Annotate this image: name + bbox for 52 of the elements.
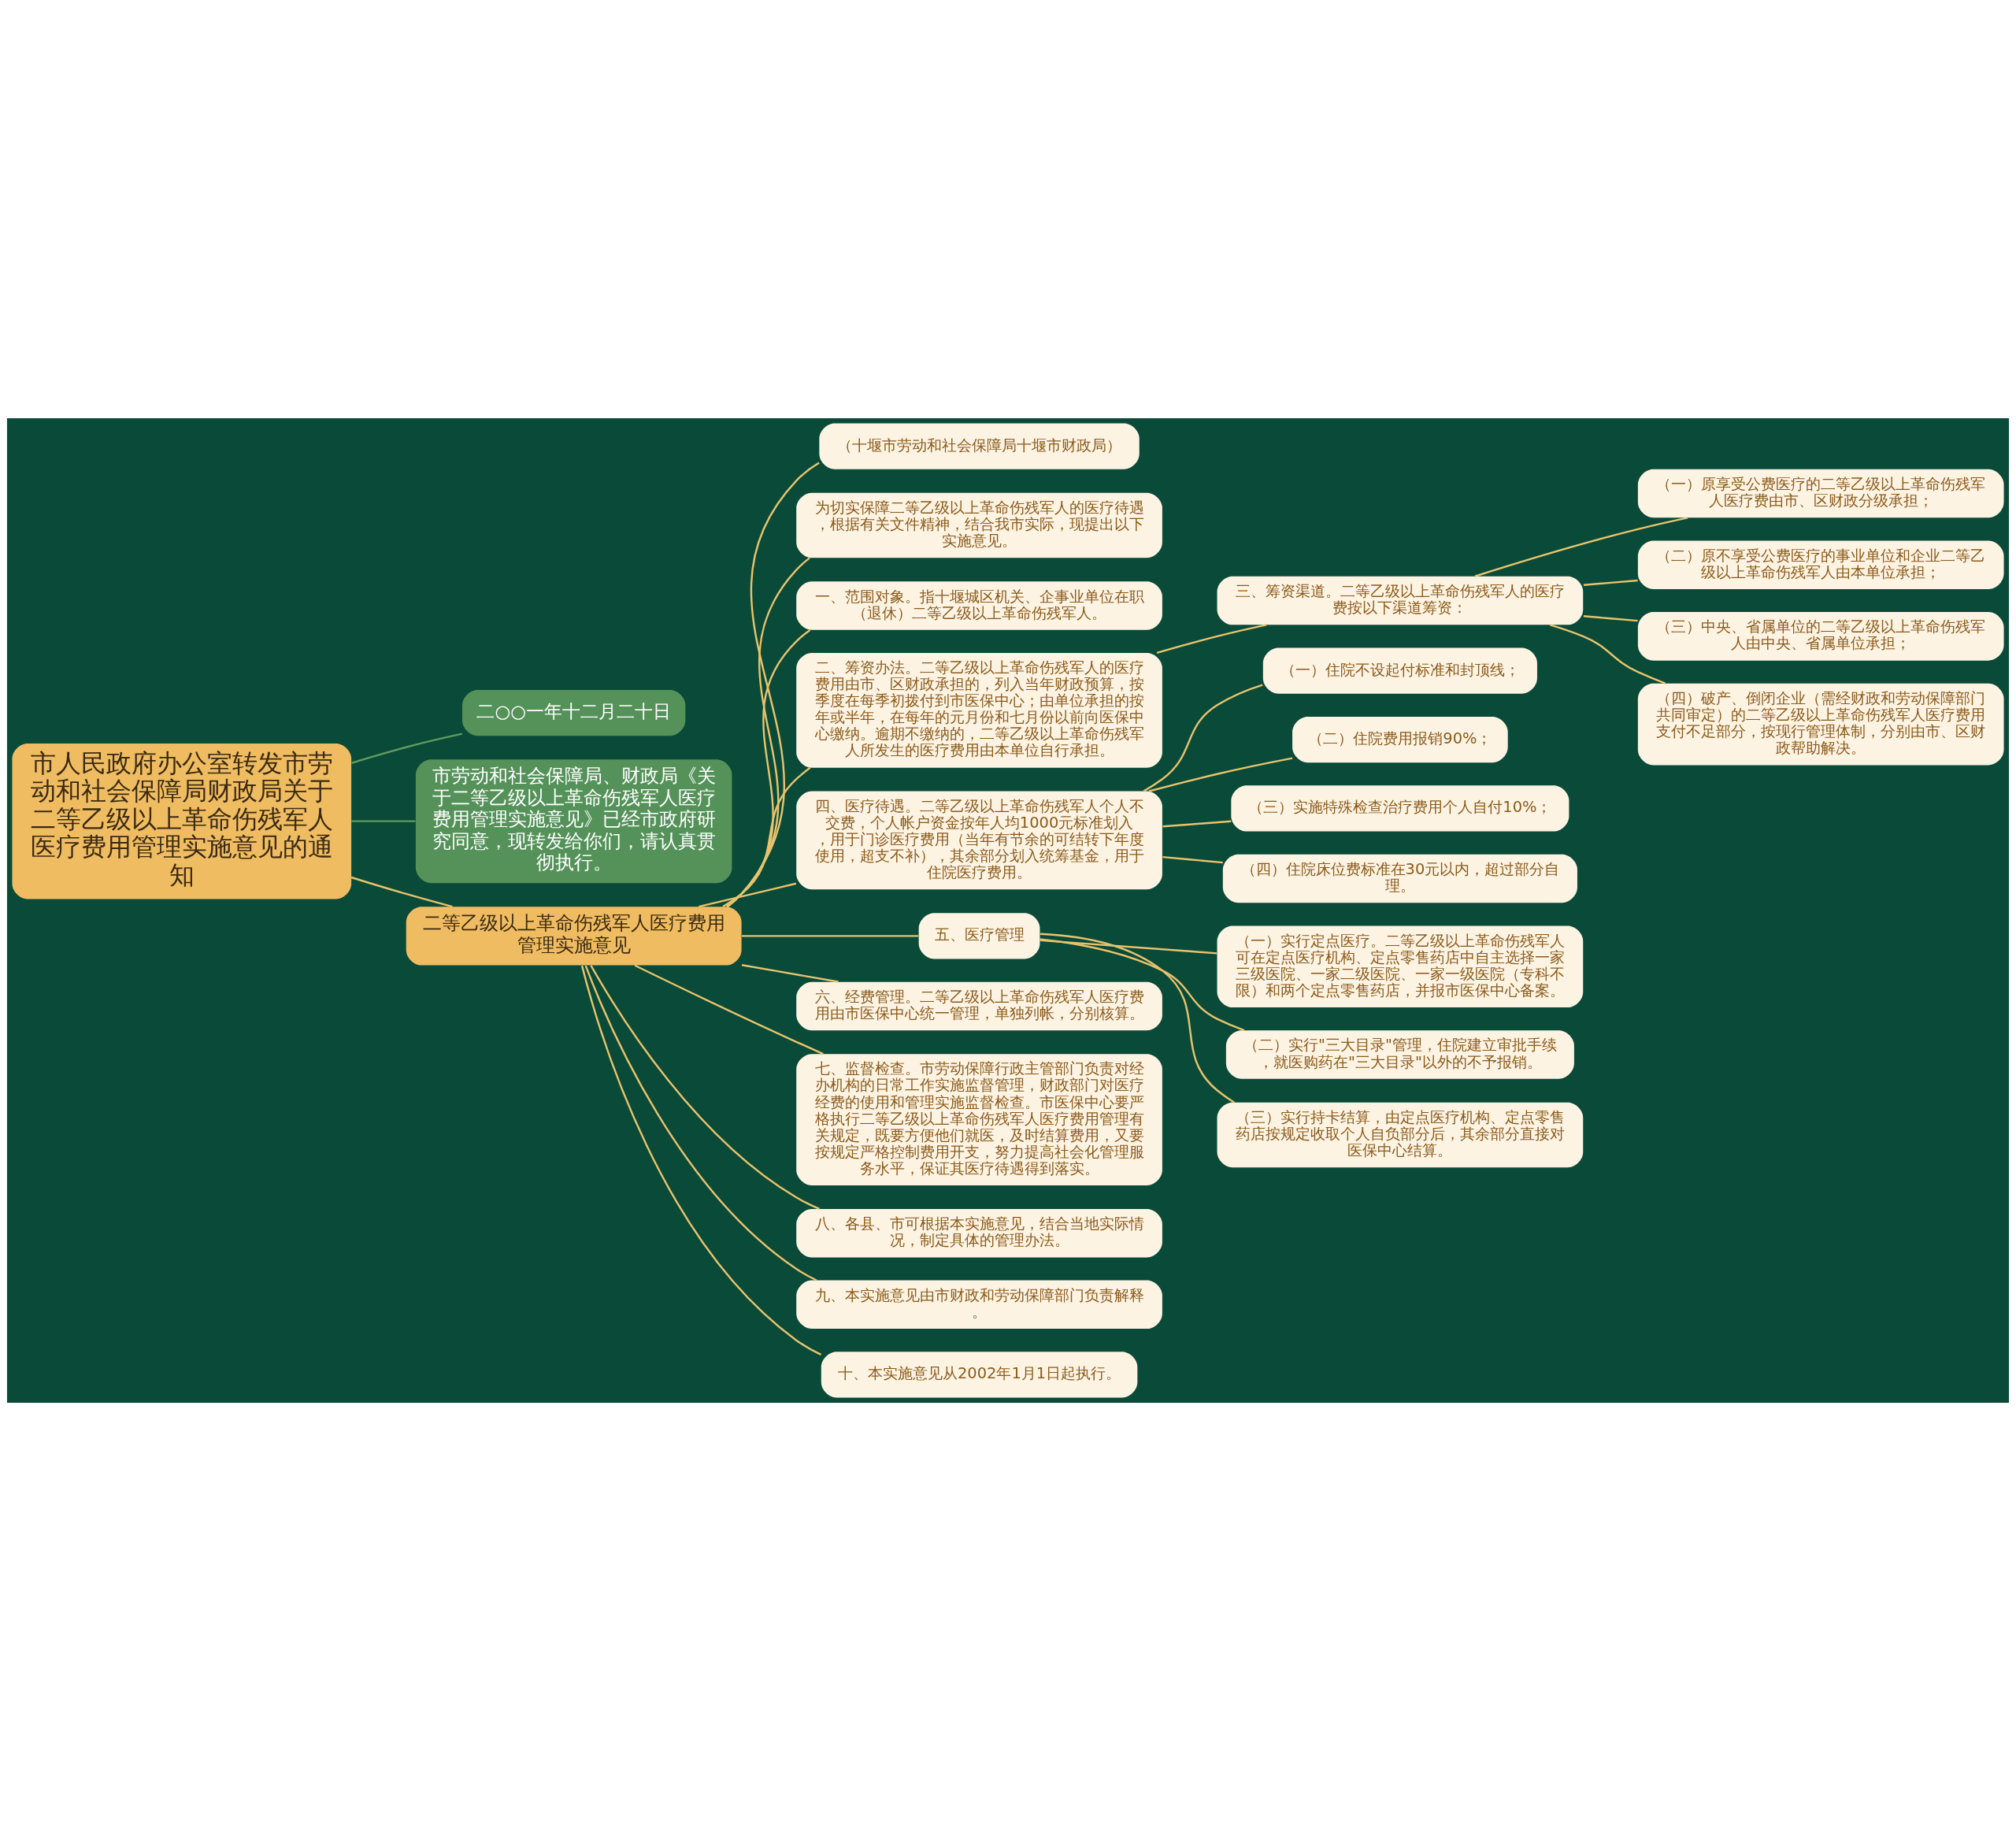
connector (726, 557, 810, 908)
node-box: （一）实行定点医疗。二等乙级以上革命伤残军人可在定点医疗机构、定点零售药店中自主选择一家三级医院、一家二级医院、一家一级医院（专科不限）和两个定点零售药店，并报市医保中心备案。 (1217, 925, 1584, 1008)
connector (351, 820, 416, 822)
node-box: （四）破产、倒闭企业（需经财政和劳动保障部门共同审定）的二等乙级以上革命伤残军人医疗费用支付不足部分，按现行管理体制，分别由市、区财政帮助解决。 (1637, 683, 2004, 766)
connector (1162, 820, 1232, 828)
node-box: 十、本实施意见从2002年1月1日起执行。 (821, 1352, 1138, 1398)
connector (1156, 624, 1267, 654)
node-box: （三）中央、省属单位的二等乙级以上革命伤残军人由中央、省属单位承担； (1637, 612, 2004, 661)
connector (1549, 624, 1666, 684)
node-box: 五、医疗管理 (918, 913, 1040, 959)
connector (722, 766, 811, 908)
node-box: 二○○一年十二月二十日 (462, 689, 686, 736)
connector (699, 882, 797, 908)
connector (590, 965, 821, 1210)
node-box: 一、范围对象。指十堰城区机关、企事业单位在职（退休）二等乙级以上革命伤残军人。 (796, 581, 1162, 630)
node-box: 为切实保障二等乙级以上革命伤残军人的医疗待遇，根据有关文件精神，结合我市实际，现提出以下实施意见。 (796, 492, 1162, 558)
node-box: 九、本实施意见由市财政和劳动保障部门负责解释。 (796, 1280, 1162, 1330)
connector (580, 965, 822, 1356)
node-box: （二）住院费用报销90%； (1292, 716, 1508, 763)
connector (742, 935, 919, 937)
node-box: 七、监督检查。市劳动保障行政主管部门负责对经办机构的日常工作实施监督管理，财政部门对医疗经费的使用和管理实施监督检查。市医保中心要严格执行二等乙级以上革命伤残军人医疗费用管理有关规定，既要方便他们就医，及时结算费用，又要按规定严格控制费用开支，努力提高社会化管理服务水平，保证其医疗待遇得到落实。 (796, 1054, 1162, 1185)
connector (350, 876, 453, 908)
connector (1040, 933, 1235, 1103)
node-box: （二）原不享受公费医疗的事业单位和企业二等乙级以上革命伤残军人由本单位承担； (1637, 540, 2004, 589)
node-box: （一）住院不设起付标准和封顶线； (1262, 647, 1537, 694)
node-box: （三）实施特殊检查治疗费用个人自付10%； (1231, 785, 1569, 832)
connector (1143, 684, 1263, 792)
connector (1162, 855, 1223, 864)
connector (351, 732, 462, 764)
node-box: 市劳动和社会保障局、财政局《关于二等乙级以上革命伤残军人医疗费用管理实施意见》已经市政府研究同意，现转发给你们，请认真贯彻执行。 (415, 759, 732, 884)
connector (1040, 939, 1217, 955)
connector (1583, 615, 1638, 622)
node-box: 二等乙级以上革命伤残军人医疗费用管理实施意见 (406, 907, 742, 966)
node-box: （三）实行持卡结算，由定点医疗机构、定点零售药店按规定收取个人自负部分后，其余部分直接对医保中心结算。 (1217, 1102, 1584, 1168)
node-box: 二、筹资办法。二等乙级以上革命伤残军人的医疗费用由市、区财政承担的，列入当年财政预算，按季度在每季初拨付到市医保中心；由单位承担的按年或半年，在每年的元月份和七月份以前向医保中心缴纳。逾期不缴纳的，二等乙级以上革命伤残军人所发生的医疗费用由本单位自行承担。 (796, 652, 1162, 768)
connector (1040, 938, 1245, 1032)
connector (741, 964, 839, 983)
connector (634, 964, 824, 1055)
node-box: （四）住院床位费标准在30元以内，超过部分自理。 (1222, 854, 1577, 903)
node-box: 四、医疗待遇。二等乙级以上革命伤残军人个人不交费，个人帐户资金按年人均1000元标准划入，用于门诊医疗费用（当年有节余的可结转下年度使用，超支不补），其余部分划入统筹基金，用于住院医疗费用。 (796, 791, 1162, 890)
node-box: 市人民政府办公室转发市劳动和社会保障局财政局关于二等乙级以上革命伤残军人医疗费用管理实施意见的通知 (12, 743, 352, 899)
connector (727, 462, 820, 907)
node-box: 三、筹资渠道。二等乙级以上革命伤残军人的医疗费按以下渠道筹资： (1217, 576, 1584, 625)
node-box: 八、各县、市可根据本实施意见，结合当地实际情况，制定具体的管理办法。 (796, 1208, 1162, 1258)
node-box: （二）实行"三大目录"管理，住院建立审批手续，就医购药在"三大目录"以外的不予报销。 (1225, 1030, 1574, 1079)
node-box: （十堰市劳动和社会保障局十堰市财政局） (819, 423, 1140, 469)
connector (725, 629, 811, 908)
node-box: 六、经费管理。二等乙级以上革命伤残军人医疗费用由市医保中心统一管理，单独列帐，分别核算。 (796, 981, 1162, 1031)
node-box: （一）原享受公费医疗的二等乙级以上革命伤残军人医疗费由市、区财政分级承担； (1637, 469, 2004, 518)
connector (1148, 757, 1293, 792)
connector (584, 965, 817, 1281)
connector (1583, 579, 1638, 586)
